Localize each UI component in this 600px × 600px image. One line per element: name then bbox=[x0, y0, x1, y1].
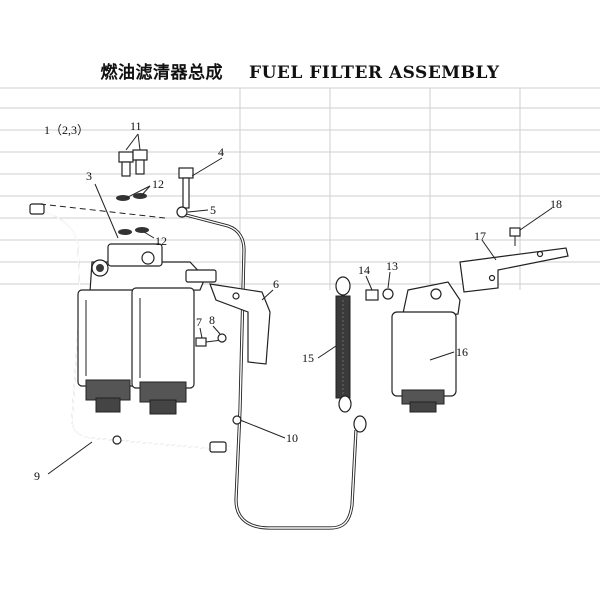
fuel-filter-16 bbox=[391, 281, 461, 413]
callout-17: 17 bbox=[474, 229, 486, 243]
fuel-pipe-10 bbox=[181, 212, 367, 530]
callout-3: 3 bbox=[86, 169, 92, 183]
bolt-18 bbox=[509, 227, 521, 246]
callout-7: 7 bbox=[196, 315, 202, 329]
bolt-14 bbox=[365, 289, 379, 301]
callout-16: 16 bbox=[456, 345, 468, 359]
callout-8: 8 bbox=[209, 313, 215, 327]
callout-15: 15 bbox=[302, 351, 314, 365]
title-english: FUEL FILTER ASSEMBLY bbox=[249, 63, 500, 83]
bracket-17 bbox=[459, 247, 569, 293]
banjo-bolts-11 bbox=[118, 149, 148, 177]
callout-5: 5 bbox=[210, 203, 216, 217]
hose-15 bbox=[335, 276, 352, 413]
callout-labels: 1（2,3） 3 4 5 6 7 8 9 10 11 12 12 13 14 1… bbox=[34, 119, 562, 483]
callout-4: 4 bbox=[218, 145, 224, 159]
leader-lines bbox=[47, 133, 553, 475]
bolt-4 bbox=[178, 167, 194, 209]
washer-13 bbox=[382, 288, 394, 300]
callout-12-lower: 12 bbox=[155, 234, 167, 248]
seal-washers-12 bbox=[116, 193, 149, 235]
diagram-title: 燃油滤清器总成 FUEL FILTER ASSEMBLY bbox=[0, 58, 600, 83]
title-chinese: 燃油滤清器总成 bbox=[100, 63, 223, 83]
callout-1: 1（2,3） bbox=[44, 123, 89, 137]
callout-13: 13 bbox=[386, 259, 398, 273]
bracket-6 bbox=[209, 283, 271, 365]
callout-12-upper: 12 bbox=[152, 177, 164, 191]
callout-10: 10 bbox=[286, 431, 298, 445]
fuel-filter-canister-right bbox=[131, 287, 195, 415]
washer-8 bbox=[217, 333, 227, 343]
pipe-top-dashed bbox=[39, 203, 166, 219]
fuel-pipe-9 bbox=[29, 203, 229, 453]
callout-18: 18 bbox=[550, 197, 562, 211]
fuel-filter-canister-left bbox=[77, 289, 139, 413]
callout-11: 11 bbox=[130, 119, 142, 133]
callout-6: 6 bbox=[273, 277, 279, 291]
callout-14: 14 bbox=[358, 263, 370, 277]
callout-9: 9 bbox=[34, 469, 40, 483]
washer-5 bbox=[176, 206, 188, 218]
filter-head bbox=[89, 243, 217, 293]
